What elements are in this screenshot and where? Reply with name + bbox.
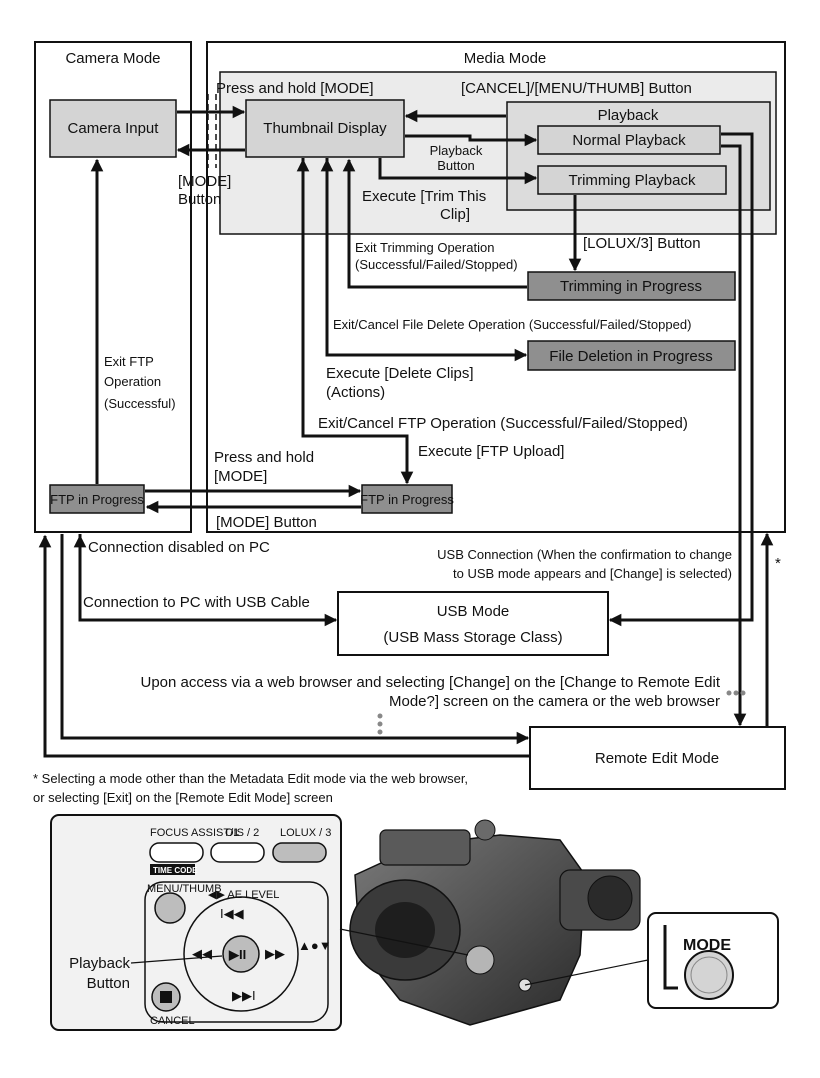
label-mode-button-1: [MODE] [178, 173, 231, 190]
arrow-remote-to-camera [38, 534, 530, 758]
camera-input-label: Camera Input [68, 120, 160, 137]
arrow-playback-to-remote [721, 144, 747, 727]
label-execute-ftp: Execute [FTP Upload] [418, 443, 564, 460]
label-playback-button-1: Playback [430, 143, 483, 158]
ois-button [210, 842, 265, 863]
label-execute-trim-1: Execute [Trim This [362, 188, 486, 205]
label-playback-button-2: Button [437, 158, 475, 173]
footnote-line-1: * Selecting a mode other than the Metada… [33, 771, 468, 786]
trimming-in-progress-node [527, 271, 736, 301]
label-web-browser-2: Mode?] screen on the camera or the web b… [389, 693, 720, 710]
label-press-hold-mode-1: Press and hold [214, 449, 314, 466]
rewind-icon: ◀◀ [192, 946, 212, 961]
label-exit-ftp-3: (Successful) [104, 396, 176, 411]
mode-button-callout: MODE [647, 912, 779, 1009]
file-deletion-node [527, 340, 736, 371]
control-panel-frame [50, 814, 342, 1031]
ae-level-label: ◀▶ AE LEVEL [208, 889, 279, 901]
label-usb-connection-2: to USB mode appears and [Change] is sele… [453, 566, 732, 581]
time-code-label: TIME CODE [153, 866, 198, 875]
normal-playback-node [537, 125, 721, 155]
usb-mode-label-1: USB Mode [437, 603, 510, 620]
thumbnail-display-label: Thumbnail Display [263, 120, 387, 137]
skip-back-icon: I◀◀ [220, 906, 244, 921]
arrow-thumbnail-to-normal-playback [405, 133, 538, 147]
normal-playback-label: Normal Playback [572, 132, 686, 149]
label-asterisk: * [775, 555, 781, 572]
usb-mode-node [337, 591, 609, 656]
label-usb-connection-1: USB Connection (When the confirmation to… [437, 547, 732, 562]
playback-group-title: Playback [598, 107, 659, 124]
cancel-label: CANCEL [150, 1015, 195, 1027]
footnote-line-2: or selecting [Exit] on the [Remote Edit … [33, 790, 333, 805]
remote-edit-label: Remote Edit Mode [595, 750, 719, 767]
label-mode-button-2: Button [178, 191, 221, 208]
label-exit-ftp-1: Exit FTP [104, 354, 154, 369]
arrows [38, 94, 774, 758]
play-pause-icon: ▶II [228, 947, 246, 962]
label-execute-delete-1: Execute [Delete Clips] [326, 365, 474, 382]
lolux-button [272, 842, 327, 863]
media-mode-title: Media Mode [464, 50, 547, 67]
camera-mode-title: Camera Mode [65, 50, 160, 67]
trimming-playback-node [537, 165, 727, 195]
panel-focus-assist-label: FOCUS ASSIST/1 [150, 827, 239, 839]
label-connection-usb-cable: Connection to PC with USB Cable [83, 594, 310, 611]
label-execute-delete-2: (Actions) [326, 384, 385, 401]
label-web-browser-1: Upon access via a web browser and select… [140, 674, 720, 691]
thumbnail-display-node [245, 99, 405, 158]
label-mode-button-bottom: [MODE] Button [216, 514, 317, 531]
fast-forward-icon: ▶▶ [265, 946, 285, 961]
remote-edit-node [529, 726, 786, 790]
dpad-ring [183, 896, 299, 1012]
control-panel: FOCUS ASSIST/1 OIS / 2 LOLUX / 3 TIME CO… [50, 814, 342, 1031]
panel-lolux-label: LOLUX / 3 [280, 827, 331, 839]
label-exit-cancel-delete: Exit/Cancel File Delete Operation (Succe… [333, 317, 691, 332]
camera-pointer-line-2 [524, 959, 649, 986]
ftp-media-node [361, 484, 453, 514]
file-deletion-label: File Deletion in Progress [549, 348, 712, 365]
stop-icon [160, 991, 172, 1003]
camera-pointer-line-1 [339, 928, 469, 956]
mode-callout-label: MODE [683, 937, 731, 954]
playback-pointer-line [130, 955, 223, 964]
ftp-camera-label: FTP in Progress [50, 492, 144, 507]
menu-thumb-label: MENU/THUMB [147, 883, 222, 895]
label-press-hold-mode-top: Press and hold [MODE] [216, 80, 374, 97]
label-execute-trim-2: Clip] [440, 206, 470, 223]
mode-button [684, 950, 734, 1000]
playback-button [222, 935, 260, 973]
camera-input-node [49, 99, 177, 158]
focus-assist-button [149, 842, 204, 863]
label-exit-trimming-1: Exit Trimming Operation [355, 240, 494, 255]
label-connection-disabled: Connection disabled on PC [88, 539, 270, 556]
dotted-continuation-marks [377, 690, 746, 735]
camera-illustration [339, 819, 649, 1026]
skip-forward-icon: ▶▶I [232, 988, 256, 1003]
panel-playback-label-1: Playback [69, 955, 130, 972]
ftp-camera-node [49, 484, 145, 514]
ftp-media-label: FTP in Progress [360, 492, 454, 507]
dpad-surround [144, 881, 329, 1023]
panel-playback-label-2: Button [87, 975, 130, 992]
label-exit-cancel-ftp: Exit/Cancel FTP Operation (Successful/Fa… [318, 415, 688, 432]
panel-ois-label: OIS / 2 [225, 827, 259, 839]
arrow-camera-to-remote [60, 534, 530, 745]
menu-thumb-button [154, 892, 186, 924]
time-code-badge [150, 864, 195, 875]
trimming-in-progress-label: Trimming in Progress [560, 278, 702, 295]
label-exit-ftp-2: Operation [104, 374, 161, 389]
label-press-hold-mode-2: [MODE] [214, 468, 267, 485]
up-down-icon: ▲●▼ [298, 938, 332, 953]
arrow-playback-to-usb [608, 132, 754, 627]
arrow-trimming-exit [342, 158, 527, 289]
usb-mode-label-2: (USB Mass Storage Class) [383, 629, 562, 646]
arrow-thumbnail-to-trimming-playback [378, 158, 538, 185]
label-lolux-button: [LOLUX/3] Button [583, 235, 701, 252]
label-exit-trimming-2: (Successful/Failed/Stopped) [355, 257, 518, 272]
trimming-playback-label: Trimming Playback [569, 172, 696, 189]
label-cancel-menu-thumb: [CANCEL]/[MENU/THUMB] Button [461, 80, 692, 97]
